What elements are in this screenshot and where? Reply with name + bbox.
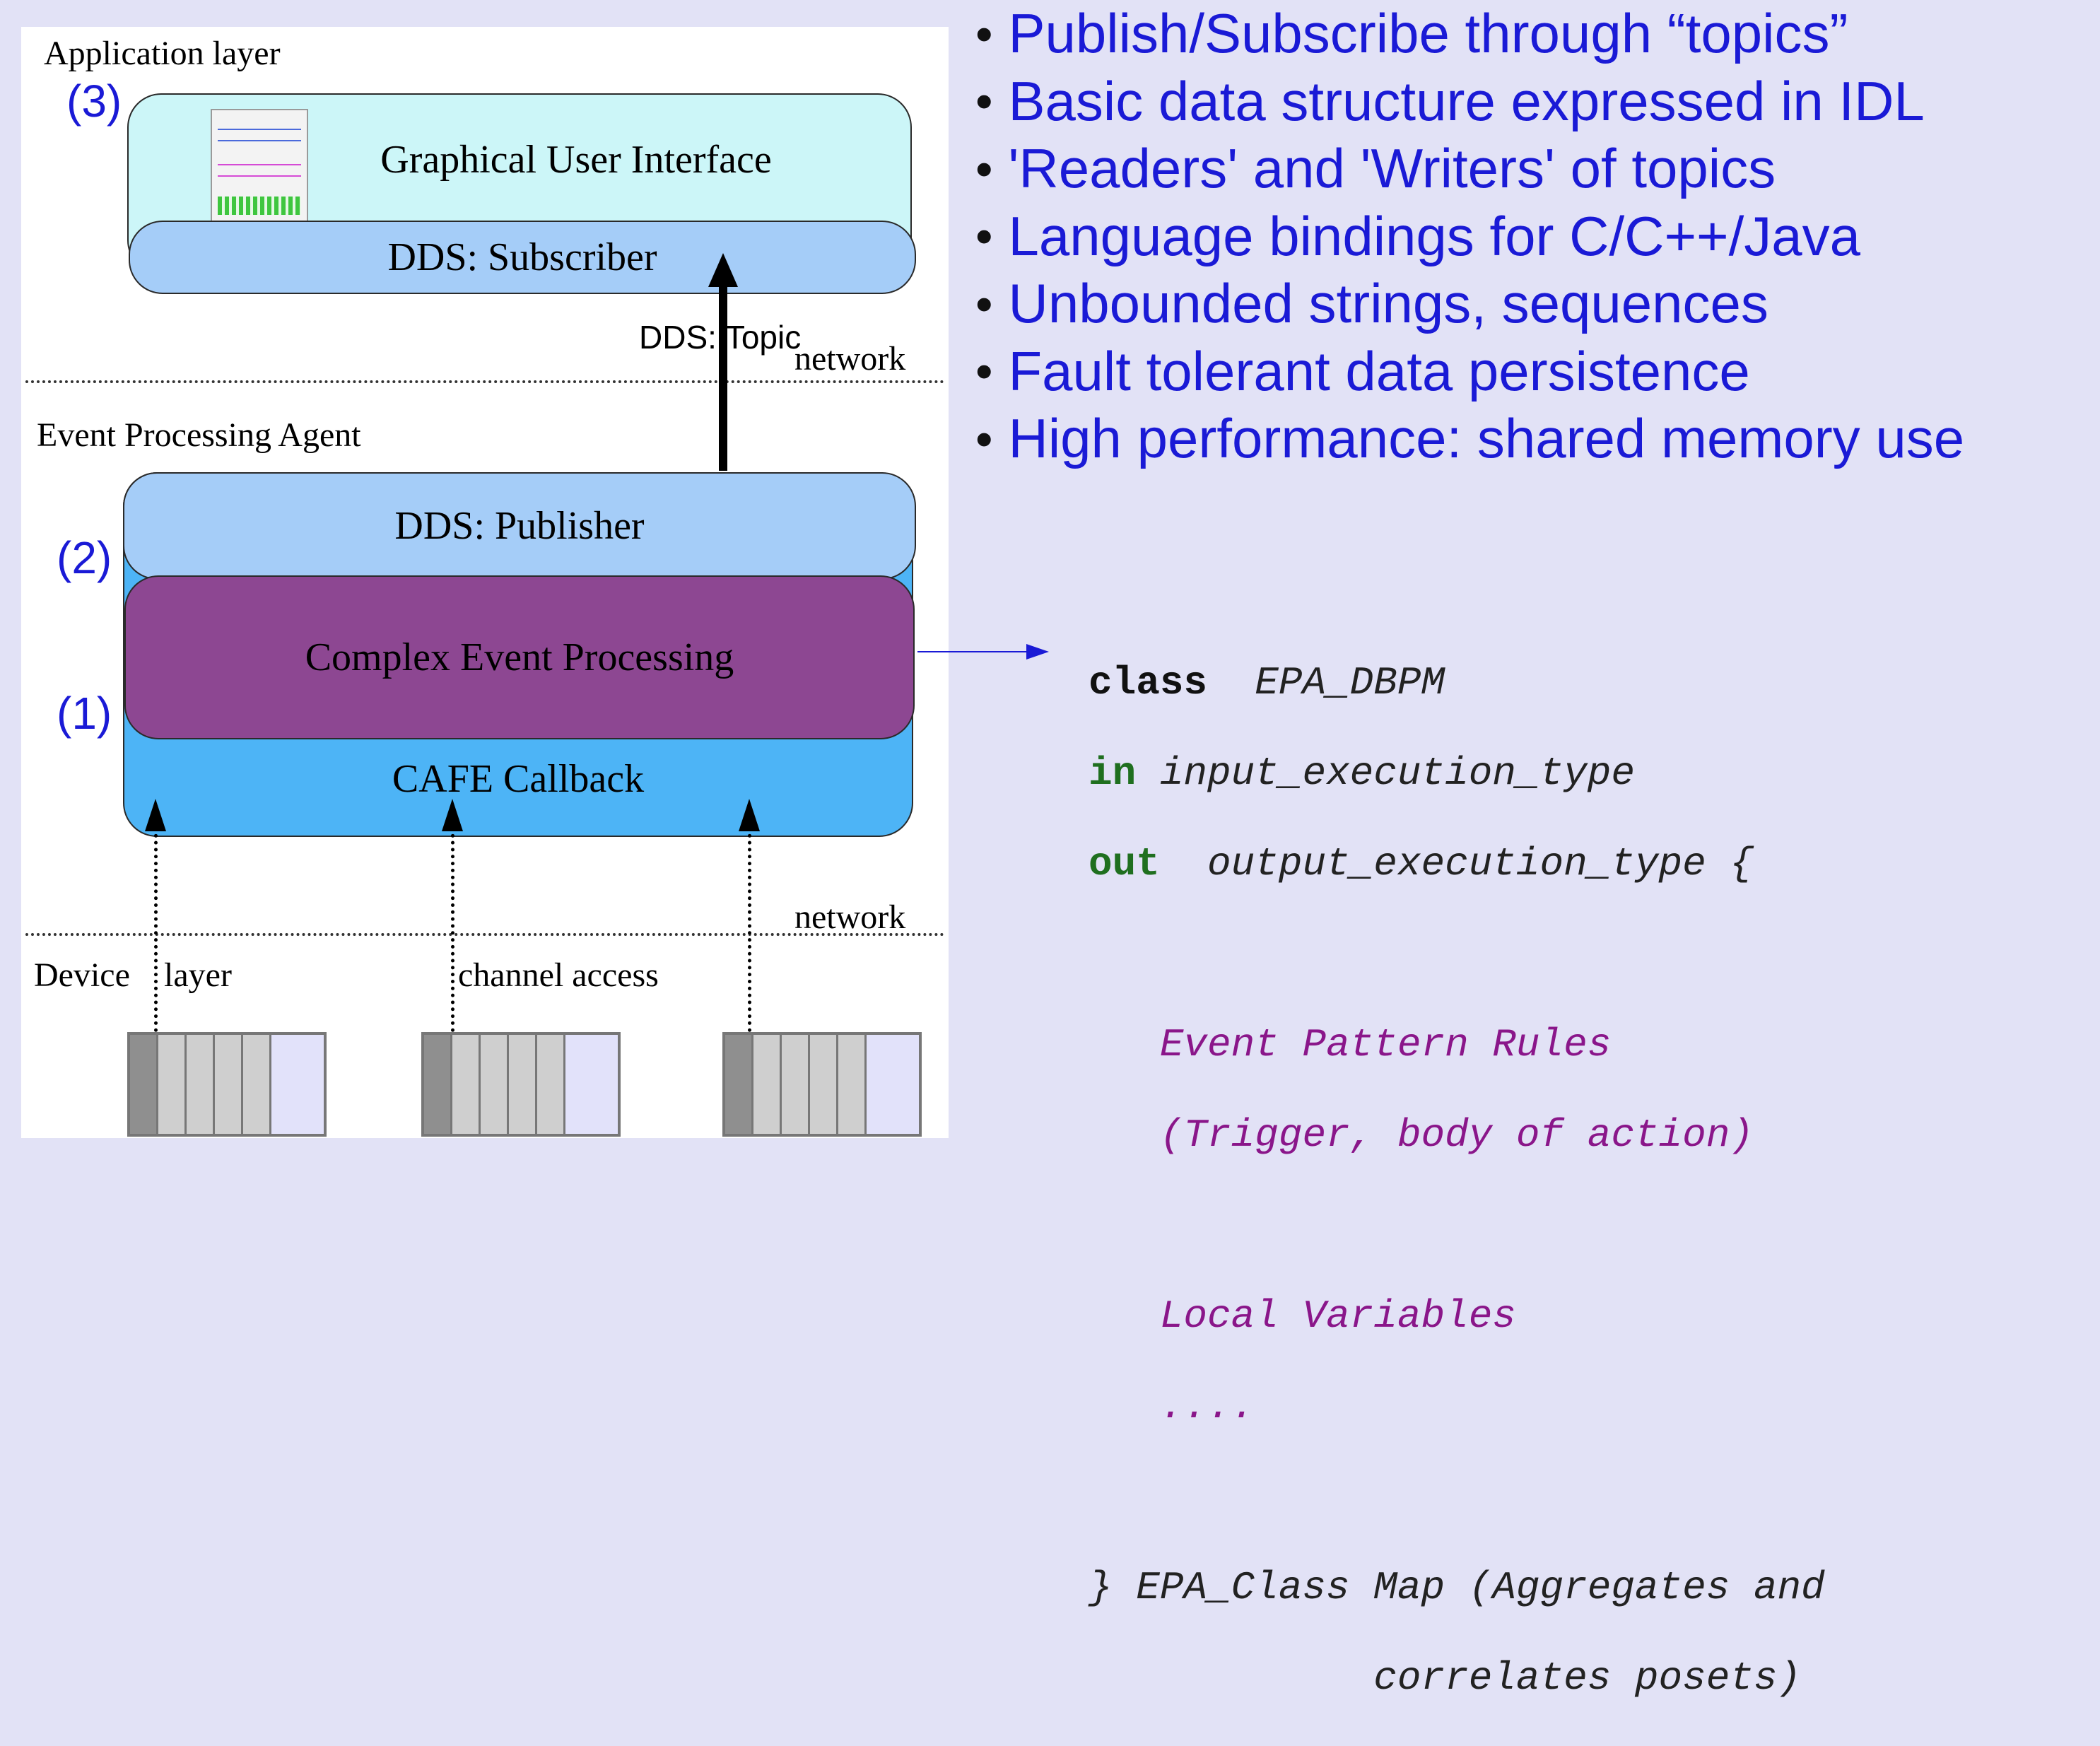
network-label-bottom: network: [794, 898, 906, 936]
dds-publisher-label: DDS: Publisher: [394, 504, 645, 548]
bullet-item: •Language bindings for C/C++/Java: [975, 204, 1861, 267]
bullet-item: •Basic data structure expressed in IDL: [975, 69, 1925, 132]
bullet-item: •High performance: shared memory use: [975, 407, 1965, 470]
network-separator-top: [25, 380, 944, 383]
code-line-rules-2: (Trigger, body of action): [1159, 1113, 1754, 1158]
complex-event-processing-box: Complex Event Processing: [124, 575, 915, 739]
code-line-in: in input_execution_type: [1089, 751, 1635, 796]
marker-2: (2): [57, 532, 112, 583]
device-arrow-1-head: [145, 799, 166, 831]
device-layer-label-suffix: layer: [164, 956, 232, 994]
network-separator-bottom: [25, 933, 944, 936]
code-line-blank: [1089, 932, 1825, 977]
marker-3: (3): [66, 76, 122, 127]
dds-subscriber-box: DDS: Subscriber: [129, 221, 916, 294]
code-line-blank: [1089, 1475, 1825, 1520]
cafe-callback-label: CAFE Callback: [392, 757, 645, 801]
device-arrow-2-head: [442, 799, 463, 831]
cep-to-code-arrowhead: [1026, 644, 1049, 660]
epa-class-code-block: class EPA_DBPM in input_execution_type o…: [1089, 615, 1825, 1746]
device-rack-2: [421, 1032, 621, 1137]
event-processing-agent-label: Event Processing Agent: [37, 416, 361, 454]
cep-to-code-connector: [917, 651, 1029, 652]
device-arrow-3: [748, 827, 751, 1032]
gui-thumbnail-image: [211, 109, 308, 222]
dds-topic-arrow: [719, 276, 727, 471]
device-layer-label: Device: [34, 956, 130, 994]
channel-access-label: channel access: [458, 956, 659, 994]
bullet-item: •Unbounded strings, sequences: [975, 272, 1768, 335]
code-line-local-vars: Local Variables: [1159, 1294, 1516, 1339]
bullet-item: •Fault tolerant data persistence: [975, 339, 1750, 402]
application-layer-label: Application layer: [44, 35, 281, 72]
complex-event-processing-label: Complex Event Processing: [305, 635, 734, 679]
code-line-rules-1: Event Pattern Rules: [1159, 1022, 1612, 1067]
code-line-out: out output_execution_type {: [1089, 841, 1754, 886]
marker-1: (1): [57, 688, 112, 739]
device-rack-3: [722, 1032, 922, 1137]
bullet-item: •'Readers' and 'Writers' of topics: [975, 137, 1776, 200]
gui-label: Graphical User Interface: [380, 138, 772, 182]
code-line-dots: ....: [1159, 1384, 1255, 1429]
code-line-close-1: } EPA_Class Map (Aggregates and: [1089, 1565, 1825, 1610]
dds-publisher-box: DDS: Publisher: [123, 472, 916, 580]
bullet-item: •Publish/Subscribe through “topics”: [975, 2, 1848, 65]
feature-bullet-list: •Publish/Subscribe through “topics” •Bas…: [975, 0, 1964, 473]
code-line-close-2: correlates posets): [1373, 1656, 1802, 1701]
code-line-blank: [1089, 1203, 1825, 1248]
dds-topic-arrowhead: [708, 253, 738, 287]
device-arrow-3-head: [739, 799, 760, 831]
device-rack-1: [127, 1032, 327, 1137]
device-arrow-1: [154, 827, 158, 1032]
dds-subscriber-label: DDS: Subscriber: [387, 235, 657, 279]
code-line-class: class EPA_DBPM: [1089, 660, 1445, 705]
dds-topic-label: DDS: Topic: [639, 319, 802, 356]
network-label-top: network: [794, 340, 906, 377]
device-arrow-2: [451, 827, 454, 1032]
